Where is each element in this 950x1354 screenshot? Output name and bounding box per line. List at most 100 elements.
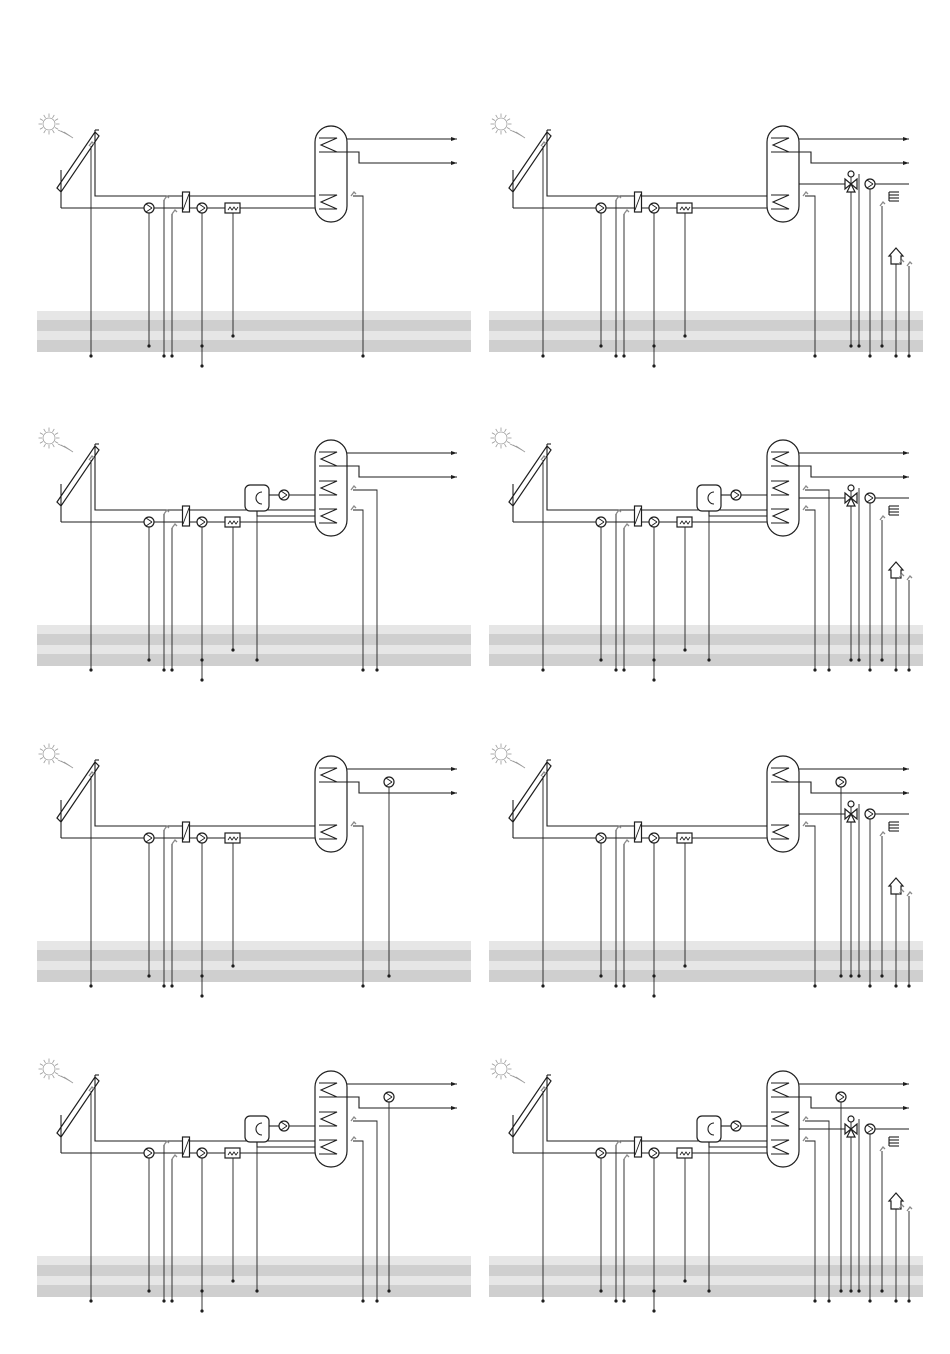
circulation-pump-icon: [649, 1148, 659, 1158]
terminal-dot: [622, 354, 625, 357]
terminal-band: [37, 340, 471, 352]
terminal-dot: [857, 974, 860, 977]
terminal-dot: [652, 1309, 655, 1312]
circulation-pump-icon: [596, 833, 606, 843]
flow-meter-icon: [225, 203, 240, 213]
flow-arrow-icon: [903, 1106, 909, 1110]
terminal-dot: [599, 1289, 602, 1292]
flow-arrow-icon: [903, 767, 909, 771]
terminal-dot: [880, 974, 883, 977]
sun-icon: [491, 114, 526, 139]
terminal-dot: [541, 668, 544, 671]
terminal-band: [37, 645, 471, 654]
terminal-dot: [907, 1299, 910, 1302]
circulation-pump-icon: [144, 517, 154, 527]
terminal-dot: [813, 668, 816, 671]
terminal-dot: [162, 984, 165, 987]
terminal-dot: [827, 668, 830, 671]
terminal-band: [489, 1256, 923, 1265]
terminal-dot: [614, 668, 617, 671]
circulation-pump-icon: [865, 493, 875, 503]
terminal-dot: [880, 658, 883, 661]
temperature-sensor-icon: [803, 506, 808, 510]
temperature-sensor-icon: [351, 486, 356, 490]
terminal-dot: [200, 1309, 203, 1312]
circulation-pump-icon: [384, 777, 394, 787]
circulation-pump-icon: [865, 1124, 875, 1134]
terminal-band: [37, 654, 471, 666]
temperature-sensor-icon: [880, 832, 885, 836]
heat-exchanger-icon: [183, 1137, 190, 1157]
circulation-pump-icon: [731, 1121, 741, 1131]
terminal-dot: [614, 354, 617, 357]
terminal-dot: [200, 1289, 203, 1292]
terminal-dot: [361, 354, 364, 357]
temperature-sensor-icon: [616, 826, 621, 830]
terminal-dot: [170, 354, 173, 357]
terminal-dot: [231, 964, 234, 967]
terminal-dot: [147, 344, 150, 347]
circulation-pump-icon: [865, 809, 875, 819]
terminal-dot: [813, 1299, 816, 1302]
terminal-dot: [868, 984, 871, 987]
flow-meter-icon: [225, 1148, 240, 1158]
terminal-dot: [375, 668, 378, 671]
schematic-2b: [489, 428, 923, 682]
terminal-dot: [231, 334, 234, 337]
terminal-dot: [880, 1289, 883, 1292]
circulation-pump-icon: [197, 517, 207, 527]
terminal-dot: [849, 1289, 852, 1292]
terminal-dot: [683, 334, 686, 337]
terminal-band: [37, 1265, 471, 1276]
terminal-dot: [813, 984, 816, 987]
terminal-dot: [839, 974, 842, 977]
temperature-sensor-icon: [803, 822, 808, 826]
terminal-dot: [880, 344, 883, 347]
terminal-dot: [89, 354, 92, 357]
schematic-3a: [37, 744, 471, 998]
solar-collector-icon: [509, 1077, 551, 1137]
flow-meter-icon: [677, 517, 692, 527]
sun-icon: [39, 428, 74, 453]
circulation-pump-icon: [197, 203, 207, 213]
terminal-band: [37, 634, 471, 645]
boiler-icon: [245, 1116, 269, 1142]
solar-collector-icon: [509, 762, 551, 822]
flow-meter-icon: [225, 833, 240, 843]
circulation-pump-icon: [649, 203, 659, 213]
terminal-dot: [147, 974, 150, 977]
terminal-dot: [255, 1289, 258, 1292]
schematic-3b: [489, 744, 923, 998]
terminal-band: [489, 634, 923, 645]
terminal-dot: [707, 1289, 710, 1292]
terminal-band: [489, 625, 923, 634]
heat-exchanger-icon: [635, 822, 642, 842]
temperature-sensor-icon: [351, 192, 356, 196]
terminal-dot: [894, 354, 897, 357]
heat-exchanger-icon: [183, 506, 190, 526]
terminal-dot: [255, 658, 258, 661]
sun-icon: [491, 1059, 526, 1084]
flow-arrow-icon: [451, 161, 457, 165]
terminal-band: [489, 331, 923, 340]
flow-arrow-icon: [903, 137, 909, 141]
radiator-icon: [889, 506, 899, 515]
terminal-dot: [200, 994, 203, 997]
temperature-sensor-icon: [351, 1117, 356, 1121]
temperature-sensor-icon: [164, 196, 169, 200]
circulation-pump-icon: [144, 203, 154, 213]
terminal-dot: [170, 1299, 173, 1302]
terminal-dot: [599, 344, 602, 347]
sun-icon: [491, 428, 526, 453]
circulation-pump-icon: [144, 833, 154, 843]
terminal-dot: [541, 984, 544, 987]
solar-collector-icon: [57, 446, 99, 506]
terminal-dot: [652, 1289, 655, 1292]
temperature-sensor-icon: [164, 1141, 169, 1145]
terminal-dot: [652, 974, 655, 977]
terminal-dot: [849, 344, 852, 347]
temperature-sensor-icon: [907, 262, 912, 266]
terminal-band: [489, 1276, 923, 1285]
terminal-dot: [200, 678, 203, 681]
terminal-dot: [894, 668, 897, 671]
